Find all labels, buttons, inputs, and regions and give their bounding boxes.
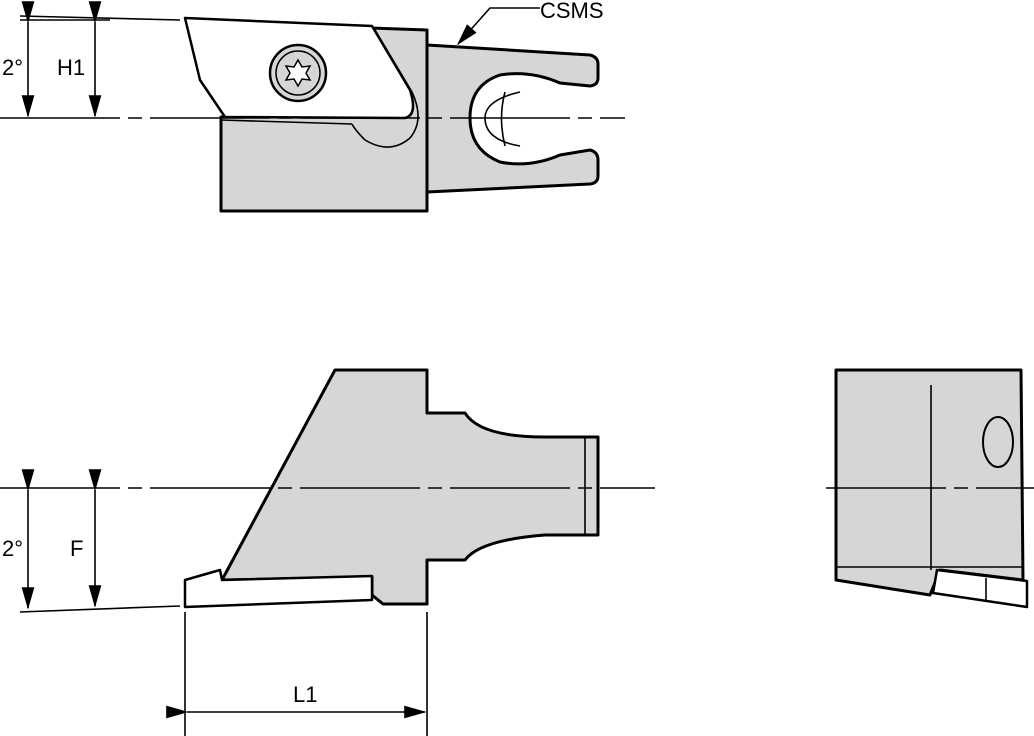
l1-label: L1	[293, 682, 317, 707]
insert-seat	[220, 29, 419, 148]
ext-line-bottom	[19, 605, 181, 613]
screw-ring	[275, 50, 321, 96]
front-view: 2° F L1	[0, 368, 655, 736]
cutting-insert	[931, 568, 1029, 609]
f-label: F	[70, 536, 83, 561]
fork-inner	[484, 91, 521, 147]
holder-body	[220, 368, 600, 606]
csms-leader	[456, 7, 540, 46]
csms-label: CSMS	[540, 0, 604, 23]
angle-label-top: 2°	[2, 55, 23, 80]
top-view: 2° H1 CSMS	[0, 0, 625, 213]
hole	[982, 416, 1014, 468]
h1-label: H1	[57, 55, 85, 80]
torx-icon	[284, 58, 312, 88]
angle-label-bottom: 2°	[2, 536, 23, 561]
cutting-insert	[183, 568, 374, 609]
holder-body	[834, 368, 1025, 597]
side-view	[826, 368, 1034, 609]
